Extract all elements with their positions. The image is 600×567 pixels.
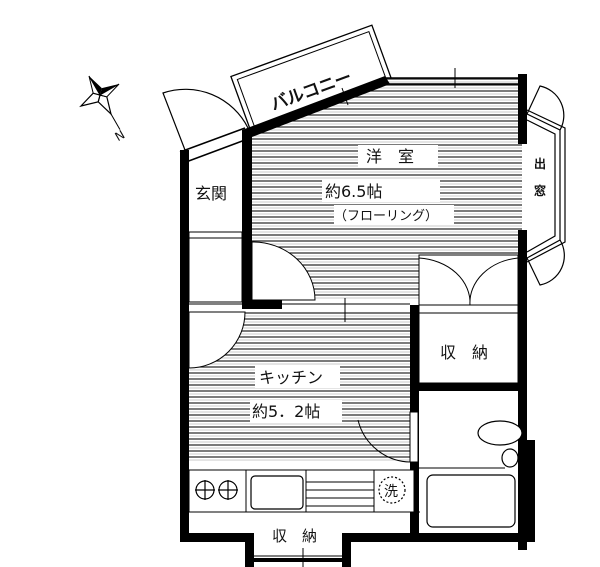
entrance-door (162, 88, 249, 151)
bathtub (426, 474, 516, 528)
bay-window (526, 85, 566, 286)
kitchen-size: 約5．2帖 (252, 402, 320, 421)
western-room-label: 洋 室 (366, 147, 414, 166)
entrance-label: 玄関 (195, 184, 227, 203)
bottom-closet (254, 518, 342, 558)
western-room-size: 約6.5帖 (325, 182, 382, 201)
bay-window-label-2: 窓 (534, 183, 546, 198)
toilet (477, 420, 523, 446)
bay-window-label-1: 出 (534, 156, 546, 171)
stove-burner-icon (195, 480, 238, 500)
compass-north-label: N (113, 127, 128, 144)
closet-bottom-label: 収 納 (272, 527, 317, 545)
compass-rose-icon (79, 75, 121, 130)
western-room-door (251, 241, 316, 301)
washer-icon (378, 476, 406, 504)
closet-right-label: 収 納 (440, 343, 488, 362)
sink (250, 475, 304, 510)
western-room-flooring: （フローリング） (334, 209, 438, 224)
washer-label: 洗 (384, 484, 398, 500)
kitchen-label: キッチン (259, 368, 323, 387)
